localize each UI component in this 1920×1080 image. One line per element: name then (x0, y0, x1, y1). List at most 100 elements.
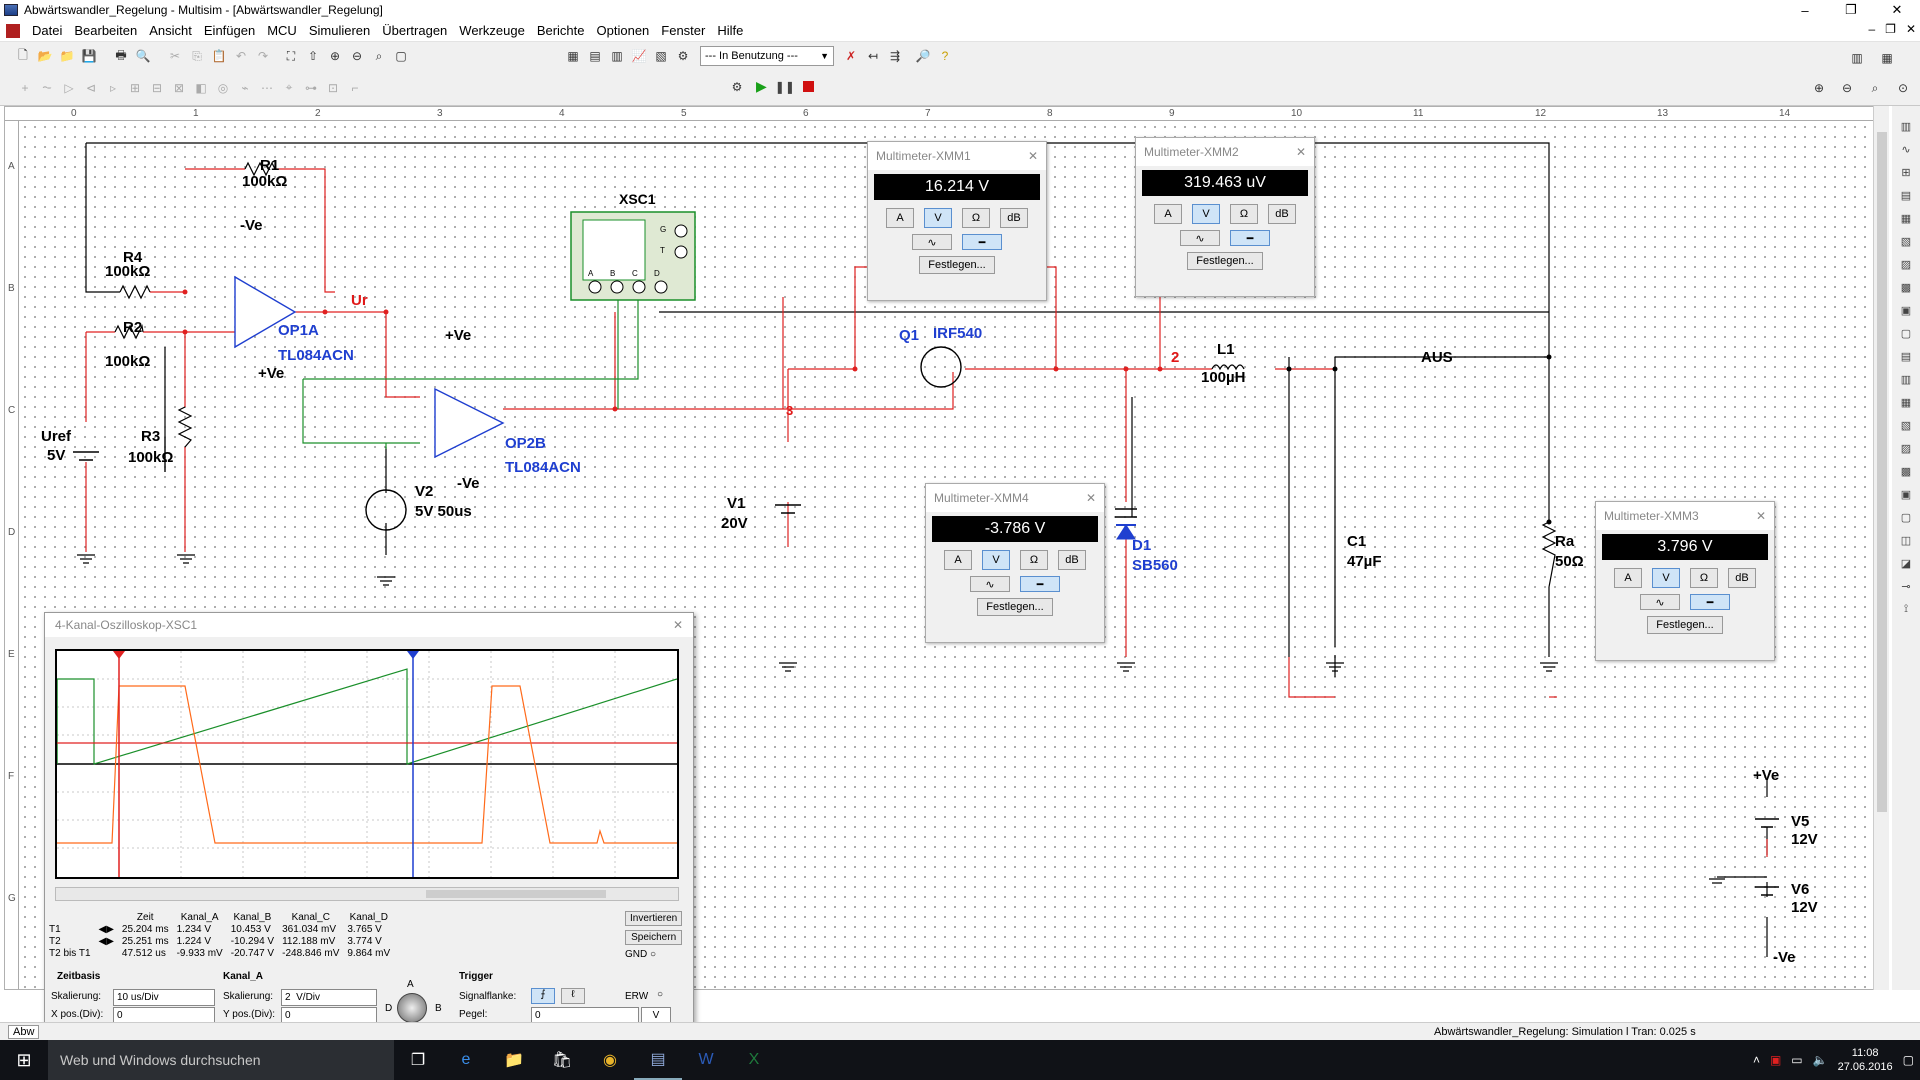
xmm4-ohm-button[interactable]: Ω (1020, 550, 1048, 570)
menu-fenster[interactable]: Fenster (661, 23, 706, 38)
agilent-multimeter-icon[interactable]: ▩ (1900, 466, 1912, 478)
menu-ansicht[interactable]: Ansicht (149, 23, 192, 38)
four-channel-scope-icon[interactable]: ▦ (1900, 213, 1912, 225)
misc-component-icon[interactable]: ⋯ (261, 80, 273, 95)
bus-icon[interactable]: ⌐ (351, 80, 359, 95)
wattmeter-icon[interactable]: ⊞ (1901, 167, 1911, 179)
xmm3-volt-button[interactable]: V (1652, 568, 1680, 588)
new-file-icon[interactable]: 🗋 (18, 47, 28, 62)
task-view-icon[interactable]: ❐ (410, 1052, 426, 1069)
copy-icon[interactable]: ⎘ (192, 48, 202, 63)
close-icon[interactable]: ✕ (1085, 491, 1096, 505)
erc-icon[interactable]: ⚙ (677, 49, 689, 63)
agilent-generator-icon[interactable]: ▨ (1900, 443, 1912, 455)
maximize-button[interactable]: ❐ (1845, 2, 1857, 17)
menu-berichte[interactable]: Berichte (536, 23, 585, 38)
undo-icon[interactable]: ↶ (235, 49, 247, 63)
transistor-component-icon[interactable]: ⊲ (85, 80, 97, 95)
erw-radio[interactable]: ○ (657, 989, 664, 1000)
spectrum-analyzer-icon[interactable]: ▦ (1900, 397, 1912, 409)
zoom-fit-icon[interactable]: ⊙ (1897, 81, 1909, 95)
postprocessor-icon[interactable]: ▧ (655, 49, 667, 63)
grapher-icon[interactable]: 📈 (631, 49, 647, 63)
help-icon[interactable]: ? (941, 49, 949, 63)
logic-converter-icon[interactable]: ▣ (1900, 305, 1912, 317)
close-icon[interactable]: ✕ (1755, 509, 1766, 523)
xmm4-db-button[interactable]: dB (1058, 550, 1086, 570)
zoom-in-small-icon[interactable]: ⊕ (1813, 81, 1825, 95)
xmm1-volt-button[interactable]: V (924, 208, 952, 228)
run-icon[interactable]: ▶ (756, 78, 767, 94)
multimeter-instrument-icon[interactable]: ▥ (1900, 121, 1912, 133)
ni-elvis-icon[interactable]: ◪ (1900, 558, 1912, 570)
frequency-counter-icon[interactable]: ▨ (1900, 259, 1912, 271)
xmm4-volt-button[interactable]: V (982, 550, 1010, 570)
zoom-area-small-icon[interactable]: ⌕ (1871, 80, 1879, 95)
design-toolbox-icon[interactable]: ▦ (567, 49, 579, 63)
trigger-level-input[interactable] (531, 1007, 639, 1024)
menu-optionen[interactable]: Optionen (596, 23, 650, 38)
dc-line-icon[interactable]: ━ (1230, 230, 1270, 246)
xmm1-db-button[interactable]: dB (1000, 208, 1028, 228)
word-icon[interactable]: W (698, 1051, 714, 1068)
xmm2-db-button[interactable]: dB (1268, 204, 1296, 224)
menu-werkzeuge[interactable]: Werkzeuge (459, 23, 525, 38)
cut-icon[interactable]: ✂ (169, 49, 181, 63)
indicator-component-icon[interactable]: ◎ (217, 80, 229, 95)
source-component-icon[interactable]: + (21, 80, 29, 95)
xmm3-settings-button[interactable]: Festlegen... (1647, 616, 1723, 634)
pause-icon[interactable]: ❚❚ (774, 79, 795, 94)
scope-hscroll-thumb[interactable] (426, 890, 606, 898)
back-annotate-icon[interactable]: ↤ (867, 49, 879, 63)
diode-component-icon[interactable]: ▷ (64, 80, 74, 95)
rf-component-icon[interactable]: ⌖ (285, 80, 293, 94)
document-icon[interactable] (6, 23, 20, 38)
menu-datei[interactable]: Datei (32, 23, 63, 38)
instrument-panel-icon[interactable]: ▥ (1851, 51, 1863, 65)
print-preview-icon[interactable]: 🔍 (135, 49, 151, 63)
scope-hscroll[interactable] (55, 887, 679, 901)
dc-line-icon[interactable]: ━ (962, 234, 1002, 250)
edge-browser-icon[interactable]: e (461, 1051, 471, 1068)
panel-options-icon[interactable]: ▦ (1881, 51, 1893, 65)
current-probe-icon[interactable]: ⊸ (1901, 581, 1911, 593)
volume-icon[interactable]: 🔈 (1812, 1053, 1828, 1067)
xmm1-settings-button[interactable]: Festlegen... (919, 256, 995, 274)
spreadsheet-icon[interactable]: ▤ (589, 49, 601, 63)
close-icon[interactable]: ✕ (1027, 149, 1038, 163)
scope-screen[interactable] (55, 649, 679, 879)
distortion-analyzer-icon[interactable]: ▥ (1900, 374, 1912, 386)
windows-start-icon[interactable]: ⊞ (16, 1049, 32, 1070)
xmm1-ampere-button[interactable]: A (886, 208, 914, 228)
electromechanical-icon[interactable]: ⊶ (305, 80, 317, 95)
xmm4-ampere-button[interactable]: A (944, 550, 972, 570)
dc-line-icon[interactable]: ━ (1690, 594, 1730, 610)
menu-simulieren[interactable]: Simulieren (308, 23, 371, 38)
close-button[interactable]: ✕ (1891, 2, 1903, 17)
menu-mcu[interactable]: MCU (267, 23, 297, 38)
notifications-icon[interactable]: ▢ (1902, 1053, 1914, 1067)
mdi-minimize-button[interactable]: – (1868, 22, 1876, 36)
xmm3-db-button[interactable]: dB (1728, 568, 1756, 588)
zoom-out-icon[interactable]: ⊖ (351, 49, 363, 63)
taskbar-search[interactable]: Web und Windows durchsuchen (48, 1040, 394, 1080)
menu-bearbeiten[interactable]: Bearbeiten (74, 23, 138, 38)
parent-sheet-icon[interactable]: ⇧ (307, 49, 319, 63)
tray-app-icon[interactable]: ▣ (1769, 1053, 1782, 1067)
oscilloscope-instrument-icon[interactable]: ▤ (1900, 190, 1912, 202)
save-icon[interactable]: 💾 (81, 49, 97, 63)
ac-wave-icon[interactable]: ∿ (970, 576, 1010, 592)
database-icon[interactable]: ▥ (611, 49, 623, 63)
xmm4-settings-button[interactable]: Festlegen... (977, 598, 1053, 616)
scrollbar-thumb[interactable] (1877, 132, 1887, 812)
power-component-icon[interactable]: ⌁ (241, 80, 249, 95)
redo-icon[interactable]: ↷ (257, 49, 269, 63)
in-use-list[interactable]: --- In Benutzung ---▼ (700, 46, 834, 66)
ttl-component-icon[interactable]: ⊞ (129, 80, 141, 95)
channel-scale-input[interactable] (281, 989, 377, 1006)
iv-analyzer-icon[interactable]: ▤ (1900, 351, 1912, 363)
